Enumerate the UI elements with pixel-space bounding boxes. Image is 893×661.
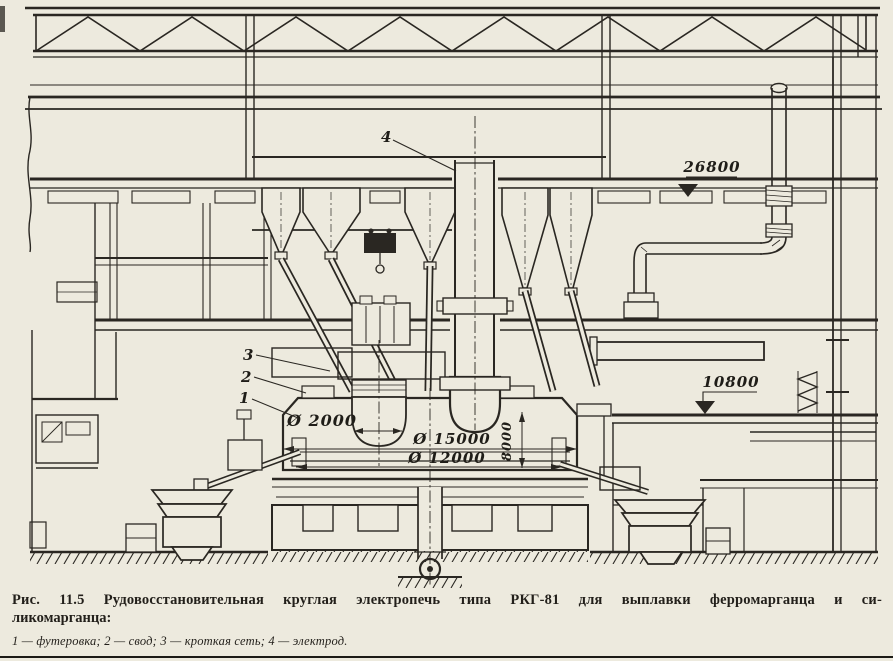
level-mark-10800: 10800: [695, 373, 759, 414]
foundation: [271, 487, 589, 581]
dim-lining-diameter: Ø 12000: [296, 449, 562, 470]
stairs: [796, 371, 819, 413]
ladle-right: [613, 499, 731, 565]
gas-duct-piping: [589, 82, 793, 366]
building-structure: [25, 15, 882, 552]
callout-4: 4: [381, 128, 391, 146]
left-cabinets: [29, 414, 99, 549]
dia-electrode-label: Ø 2000: [286, 411, 357, 430]
dim-shell-diameter: Ø 15000: [283, 430, 577, 452]
level-mark-26800: 26800: [678, 158, 740, 197]
dimensions: 26800 10800 Ø 2000 Ø 15000: [283, 158, 759, 470]
ground: [30, 550, 878, 588]
bellows-compensator: [765, 185, 793, 238]
callout-1: 1: [239, 389, 249, 407]
tapping-and-ladles: [125, 409, 731, 565]
caption-line-2: ликомарганца:: [12, 610, 112, 626]
charge-hoppers: [261, 187, 593, 296]
callout-2: 2: [240, 368, 251, 386]
height-bath-label: 8000: [500, 421, 515, 461]
dia-shell-label: Ø 15000: [412, 430, 490, 448]
page-bottom-rule: [0, 656, 893, 658]
part-callouts: 4 3 2 1: [239, 128, 457, 419]
short-network-busbars: [271, 295, 446, 380]
truss-posts: [245, 15, 859, 57]
scan-edge-mark: [0, 6, 5, 32]
left-posts: [109, 203, 272, 320]
centerlines: [378, 116, 476, 586]
ladle-left: [125, 489, 234, 561]
callout-3: 3: [243, 346, 253, 364]
caption-line-1: Рис. 11.5 Рудовосстановительная круглая …: [12, 592, 882, 608]
dim-bath-height: 8000: [500, 412, 525, 468]
caption-legend: 1 — футеровка; 2 — свод; 3 — кроткая сет…: [12, 634, 348, 648]
level-mid-label: 10800: [702, 373, 759, 391]
figure-caption: Рис. 11.5 Рудовосстановительная круглая …: [12, 592, 882, 649]
dia-lining-label: Ø 12000: [407, 449, 485, 467]
dim-electrode-diameter: Ø 2000: [286, 411, 402, 434]
roof-truss: [25, 6, 880, 58]
furnace-cross-section-drawing: 26800 10800 Ø 2000 Ø 15000: [25, 6, 882, 588]
level-top-label: 26800: [682, 158, 740, 176]
